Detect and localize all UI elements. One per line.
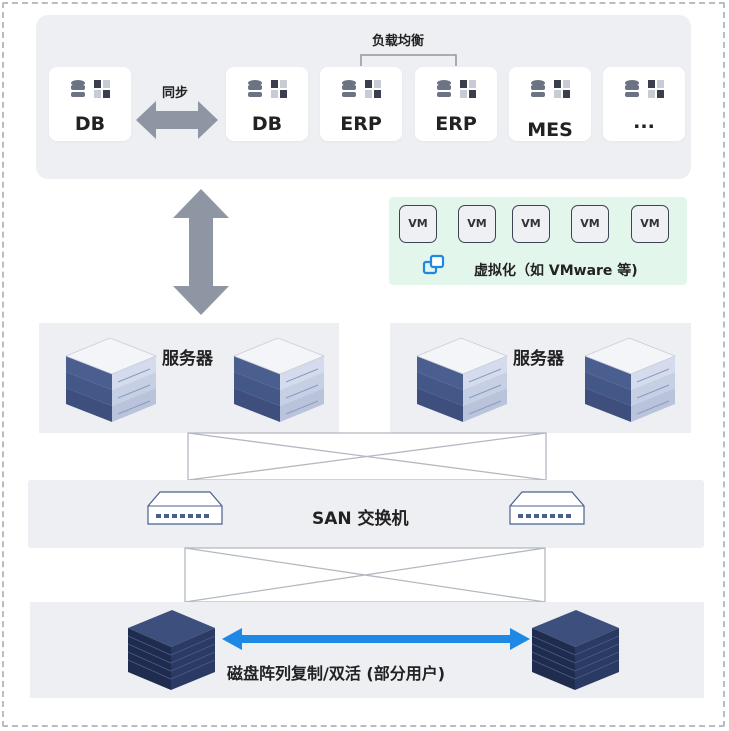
disk-array-icon bbox=[531, 610, 620, 690]
app-card-more: ... bbox=[603, 67, 685, 141]
app-card-db-1: DB bbox=[49, 67, 131, 141]
vm-box: VM bbox=[571, 205, 609, 243]
app-card-erp-2: ERP bbox=[415, 67, 497, 141]
app-card-mes: MES bbox=[509, 67, 591, 141]
database-icon bbox=[625, 80, 664, 98]
storage-replication-label: 磁盘阵列复制/双活 (部分用户) bbox=[227, 664, 446, 683]
vm-box: VM bbox=[631, 205, 669, 243]
app-card-erp-1: ERP bbox=[320, 67, 402, 141]
switch-icon bbox=[509, 491, 585, 525]
virtualization-label: 虚拟化（如 VMware 等) bbox=[474, 263, 638, 279]
app-card-label: DB bbox=[251, 113, 283, 135]
load-balance-label: 负载均衡 bbox=[372, 34, 425, 49]
app-card-db-2: DB bbox=[226, 67, 308, 141]
database-icon bbox=[248, 80, 287, 98]
san-switch-label: SAN 交换机 bbox=[312, 509, 409, 529]
database-icon bbox=[531, 80, 570, 98]
switch-icon bbox=[147, 491, 223, 525]
vm-box: VM bbox=[458, 205, 496, 243]
app-card-label: ERP bbox=[435, 113, 477, 135]
server-label: 服务器 bbox=[162, 349, 213, 369]
sync-label: 同步 bbox=[162, 86, 189, 101]
replication-arrow bbox=[222, 628, 530, 650]
app-card-label: ERP bbox=[340, 113, 382, 135]
app-card-label: MES bbox=[527, 119, 573, 141]
vm-box: VM bbox=[399, 205, 437, 243]
app-card-label: DB bbox=[74, 113, 106, 135]
database-icon bbox=[437, 80, 476, 98]
database-icon bbox=[342, 80, 381, 98]
disk-array-icon bbox=[127, 610, 216, 690]
san-switch-panel bbox=[28, 480, 704, 548]
database-icon bbox=[71, 80, 110, 98]
vm-box: VM bbox=[512, 205, 550, 243]
server-label: 服务器 bbox=[513, 349, 564, 369]
app-card-label: ... bbox=[633, 111, 655, 133]
